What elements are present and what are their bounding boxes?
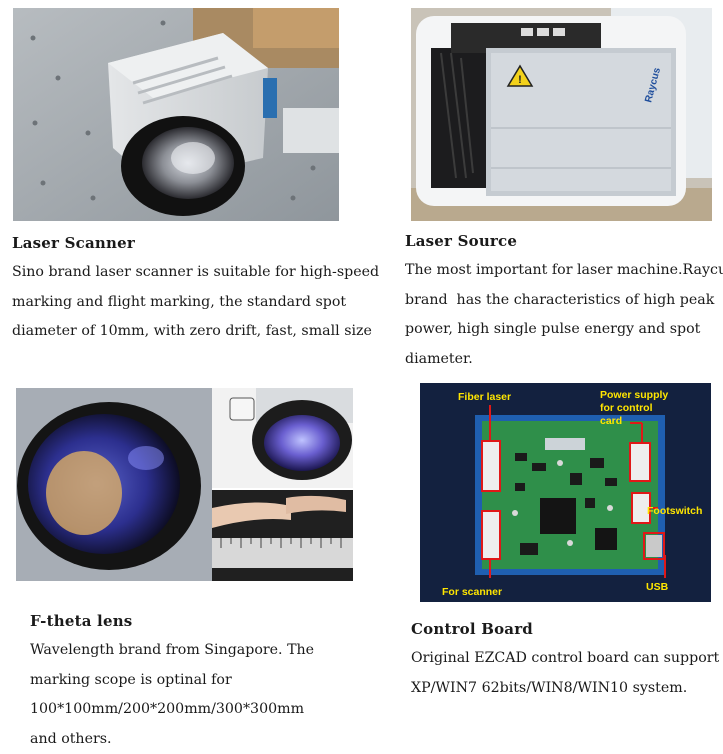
f-theta-lens-photo — [16, 388, 353, 581]
laser-scanner-description: Sino brand laser scanner is suitable for… — [12, 258, 392, 347]
svg-text:!: ! — [518, 74, 522, 86]
text-line: 100*100mm/200*200mm/300*300mm — [30, 695, 370, 725]
text-line: Sino brand laser scanner is suitable for… — [12, 258, 392, 288]
text-line: diameter. — [405, 345, 723, 375]
laser-scanner-title: Laser Scanner — [12, 234, 135, 252]
control-board-photo: Fiber laser Power supply for control car… — [420, 383, 711, 602]
text-line: diameter of 10mm, with zero drift, fast,… — [12, 317, 392, 347]
text-line: XP/WIN7 62bits/WIN8/WIN10 system. — [411, 674, 723, 704]
control-board-description: Original EZCAD control board can support… — [411, 644, 723, 703]
power-supply-label-2: for control — [600, 402, 653, 414]
for-scanner-label: For scanner — [442, 586, 502, 598]
text-line: marking and flight marking, the standard… — [12, 288, 392, 318]
text-line: Wavelength brand from Singapore. The — [30, 636, 370, 666]
laser-source-photo: ! Raycus — [411, 8, 712, 221]
footswitch-label: Footswitch — [647, 505, 702, 517]
text-line: marking scope is optinal for — [30, 666, 370, 696]
usb-label: USB — [646, 581, 669, 593]
text-line: The most important for laser machine.Ray… — [405, 256, 723, 286]
power-supply-label-3: card — [600, 415, 622, 427]
laser-scanner-photo — [13, 8, 339, 221]
text-line: and others. — [30, 725, 370, 754]
power-supply-label: Power supply — [600, 389, 668, 401]
fiber-laser-label: Fiber laser — [458, 391, 511, 403]
text-line: brand has the characteristics of high pe… — [405, 286, 723, 316]
control-board-title: Control Board — [411, 620, 533, 638]
laser-source-description: The most important for laser machine.Ray… — [405, 256, 723, 374]
laser-source-title: Laser Source — [405, 232, 517, 250]
f-theta-lens-description: Wavelength brand from Singapore. The mar… — [30, 636, 370, 754]
f-theta-lens-title: F-theta lens — [30, 612, 132, 630]
text-line: Original EZCAD control board can support — [411, 644, 723, 674]
text-line: power, high single pulse energy and spot — [405, 315, 723, 345]
